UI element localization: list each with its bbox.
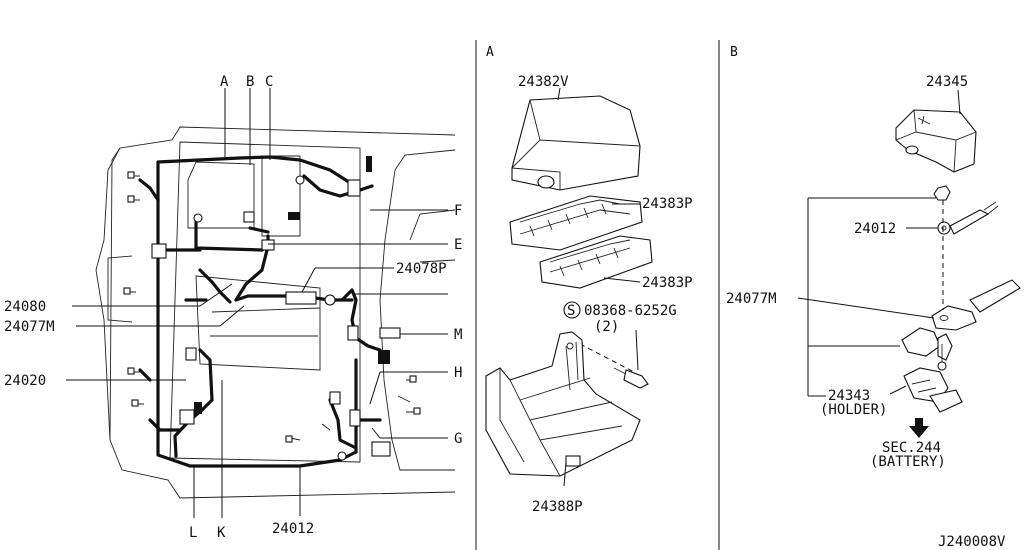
screw-symbol-circle (563, 301, 581, 319)
fuse-block-upper (509, 195, 643, 251)
label-G: G (454, 431, 462, 447)
label-battery: (BATTERY) (870, 454, 946, 470)
label-sec-244: SEC.244 (882, 440, 941, 456)
label-K: K (217, 525, 226, 541)
label-M: M (454, 327, 462, 343)
screw (613, 367, 649, 389)
section-b-heading: B (730, 45, 738, 60)
holder-24343 (903, 367, 963, 413)
label-F: F (454, 203, 462, 219)
drawing-code: J240008V (938, 534, 1006, 550)
label-24383P-bottom: 24383P (642, 275, 693, 291)
main-leader-lines (66, 88, 448, 518)
label-24345: 24345 (926, 74, 968, 90)
label-A: A (220, 74, 229, 90)
terminal-nut (933, 185, 951, 201)
label-24382V: 24382V (518, 74, 569, 90)
battery-clamp (901, 327, 953, 371)
label-H: H (454, 365, 462, 381)
section-b-leader-lines (797, 197, 938, 397)
engine-compartment-view: A B C F E 24078P M H G 24080 24077M 2402… (4, 74, 462, 541)
label-08368-6252G: 08368-6252G (584, 303, 677, 319)
label-24388P: 24388P (532, 499, 583, 515)
fuse-box-cover (511, 95, 641, 191)
label-screw-symbol: S (567, 303, 575, 319)
label-24077M-main: 24077M (4, 319, 55, 335)
fuse-box-base (485, 331, 641, 477)
label-24383P-top: 24383P (642, 196, 693, 212)
fuse-block-solid (288, 212, 300, 220)
section-a-fuse-box: S 24382V 24383P 24383P 08368-6252G (2) 2… (485, 74, 693, 515)
label-C: C (265, 74, 273, 90)
label-24080: 24080 (4, 299, 46, 315)
label-E: E (454, 237, 462, 253)
terminal-cap (895, 109, 977, 173)
label-holder: (HOLDER) (820, 402, 887, 418)
vehicle-body-outline (95, 126, 456, 499)
label-24343: 24343 (828, 388, 870, 404)
label-screw-qty: (2) (594, 319, 619, 335)
label-24078P: 24078P (396, 261, 447, 277)
section-a-heading: A (486, 45, 494, 60)
label-24012-main: 24012 (272, 521, 314, 537)
cable-terminal-24077M (931, 279, 1021, 331)
label-24077M-b: 24077M (726, 291, 777, 307)
arrow-down-icon (909, 418, 929, 438)
label-L: L (189, 525, 197, 541)
ring-terminal-24012 (937, 201, 999, 235)
fuse-block-lower (539, 235, 653, 289)
label-24012-b: 24012 (854, 221, 896, 237)
label-24020: 24020 (4, 373, 46, 389)
label-B: B (246, 74, 254, 90)
section-b-battery-terminal: 24345 24012 24077M 24343 (HOLDER) SEC.24… (726, 74, 1021, 470)
